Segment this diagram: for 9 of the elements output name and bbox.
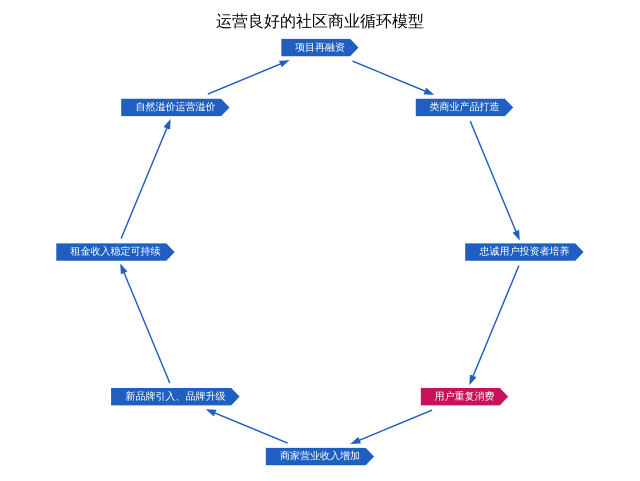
arrow xyxy=(469,265,520,386)
arrow xyxy=(206,409,288,444)
arrow xyxy=(120,118,171,239)
arrow xyxy=(350,409,432,444)
arrow xyxy=(352,60,434,95)
arrow xyxy=(120,264,170,384)
arrow xyxy=(208,60,290,95)
arrow xyxy=(470,120,520,241)
diagram-title: 运营良好的社区商业循环模型 xyxy=(216,12,424,31)
